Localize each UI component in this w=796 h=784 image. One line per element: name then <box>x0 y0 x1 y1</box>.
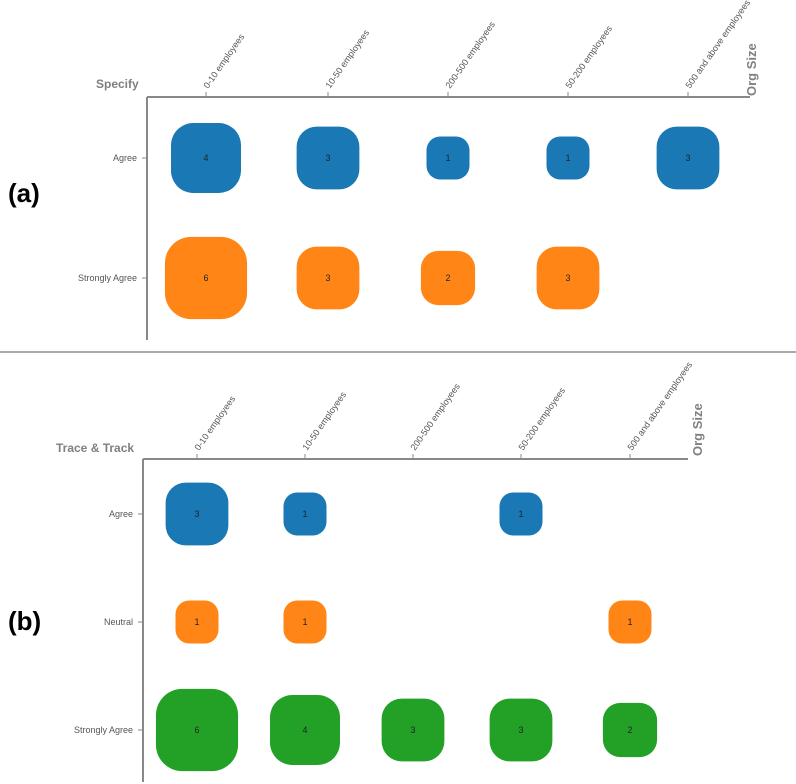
bubble-mark <box>175 600 219 644</box>
bubble-mark <box>283 600 327 644</box>
x-tick-label-50-200-employees: 50-200 employees <box>563 23 614 90</box>
bubble-agree-50-200-employees: 1 <box>546 136 590 180</box>
chart-title: Trace & Track <box>56 441 134 455</box>
panel-label: (a) <box>8 178 40 208</box>
panel-a: (a) Specify Org Size 0-10 employees 10-50 em… <box>8 0 759 340</box>
x-tick-label-500-and-above-employees: 500 and above employees <box>683 0 752 90</box>
bubble-agree-200-500-employees: 1 <box>426 136 470 180</box>
x-tick-label-50-200-employees: 50-200 employees <box>516 385 567 452</box>
bubble-value-label: 4 <box>203 153 208 163</box>
bubble-neutral-10-50-employees: 1 <box>283 600 327 644</box>
bubble-value-label: 1 <box>518 509 523 519</box>
bubble-mark <box>155 688 239 772</box>
bubble-mark <box>608 600 652 644</box>
bubble-value-label: 3 <box>565 273 570 283</box>
bubble-mark <box>420 250 476 306</box>
bubble-mark <box>536 246 600 310</box>
bubble-value-label: 3 <box>410 725 415 735</box>
chart-title: Specify <box>96 77 139 91</box>
bubble-value-label: 1 <box>194 617 199 627</box>
bubble-value-label: 1 <box>565 153 570 163</box>
x-tick-label-500-and-above-employees: 500 and above employees <box>625 360 694 453</box>
bubble-neutral-0-10-employees: 1 <box>175 600 219 644</box>
panel-b: (b) Trace & Track Org Size 0-10 employees 10… <box>8 360 705 782</box>
bubble-value-label: 3 <box>325 273 330 283</box>
bubble-mark <box>426 136 470 180</box>
bubble-mark <box>602 702 658 758</box>
bubble-value-label: 1 <box>627 617 632 627</box>
bubble-value-label: 3 <box>325 153 330 163</box>
y-tick-label-agree: Agree <box>113 153 137 163</box>
bubble-strongly-agree-0-10-employees: 6 <box>164 236 248 320</box>
bubble-value-label: 2 <box>627 725 632 735</box>
bubble-value-label: 6 <box>194 725 199 735</box>
y-tick-label-strongly-agree: Strongly Agree <box>78 273 137 283</box>
y-tick-label-neutral: Neutral <box>104 617 133 627</box>
bubble-value-label: 2 <box>445 273 450 283</box>
x-axis-label: Org Size <box>744 43 759 96</box>
bubble-mark <box>283 492 327 536</box>
bubble-value-label: 3 <box>518 725 523 735</box>
bubble-strongly-agree-200-500-employees: 2 <box>420 250 476 306</box>
x-tick-label-0-10-employees: 0-10 employees <box>201 32 246 91</box>
x-tick-label-200-500-employees: 200-500 employees <box>443 19 497 90</box>
y-tick-label-strongly-agree: Strongly Agree <box>74 725 133 735</box>
bubble-agree-10-50-employees: 1 <box>283 492 327 536</box>
panel-label: (b) <box>8 606 41 636</box>
bubble-mark <box>381 698 445 762</box>
bubble-value-label: 1 <box>302 617 307 627</box>
bubble-mark <box>296 246 360 310</box>
bubble-agree-50-200-employees: 1 <box>499 492 543 536</box>
bubble-mark <box>296 126 360 190</box>
x-axis-label: Org Size <box>690 403 705 456</box>
bubble-value-label: 6 <box>203 273 208 283</box>
bubble-strongly-agree-0-10-employees: 6 <box>155 688 239 772</box>
x-tick-label-10-50-employees: 10-50 employees <box>323 27 371 90</box>
bubble-mark <box>165 482 229 546</box>
y-tick-label-agree: Agree <box>109 509 133 519</box>
bubble-strongly-agree-10-50-employees: 4 <box>270 695 340 765</box>
bubble-strongly-agree-500-and-above-employees: 2 <box>602 702 658 758</box>
bubble-value-label: 1 <box>302 509 307 519</box>
bubble-mark <box>489 698 553 762</box>
x-tick-label-10-50-employees: 10-50 employees <box>300 389 348 452</box>
bubble-value-label: 3 <box>685 153 690 163</box>
bubble-strongly-agree-10-50-employees: 3 <box>296 246 360 310</box>
x-tick-label-200-500-employees: 200-500 employees <box>408 381 462 452</box>
bubble-mark <box>270 695 340 765</box>
bubble-strongly-agree-50-200-employees: 3 <box>489 698 553 762</box>
bubble-value-label: 4 <box>302 725 307 735</box>
bubble-strongly-agree-200-500-employees: 3 <box>381 698 445 762</box>
bubble-mark <box>546 136 590 180</box>
bubble-agree-500-and-above-employees: 3 <box>656 126 720 190</box>
bubble-agree-10-50-employees: 3 <box>296 126 360 190</box>
bubble-mark <box>171 123 241 193</box>
bubble-agree-0-10-employees: 3 <box>165 482 229 546</box>
bubble-neutral-500-and-above-employees: 1 <box>608 600 652 644</box>
bubble-mark <box>499 492 543 536</box>
bubble-mark <box>164 236 248 320</box>
bubble-agree-0-10-employees: 4 <box>171 123 241 193</box>
bubble-mark <box>656 126 720 190</box>
x-tick-label-0-10-employees: 0-10 employees <box>192 394 237 453</box>
bubble-strongly-agree-50-200-employees: 3 <box>536 246 600 310</box>
bubble-value-label: 3 <box>194 509 199 519</box>
bubble-value-label: 1 <box>445 153 450 163</box>
